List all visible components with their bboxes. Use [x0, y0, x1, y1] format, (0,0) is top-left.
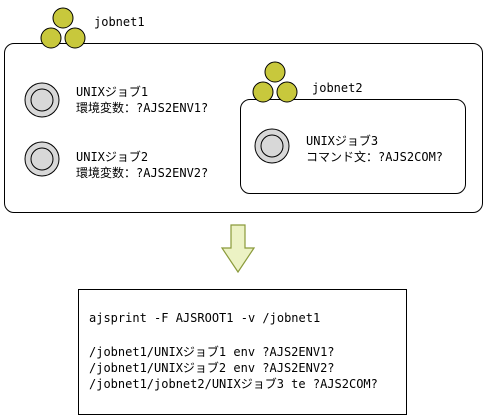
jobnet-icon-circle-top: [52, 7, 74, 29]
jobnet-icon-circle-left: [40, 27, 62, 49]
job3-name: UNIXジョブ3: [306, 134, 379, 148]
jobnet-icon: [252, 61, 298, 103]
job-icon: [24, 82, 60, 118]
output-line: /jobnet1/jobnet2/UNIXジョブ3 te ?AJS2COM?: [89, 377, 378, 391]
jobnet2-label: jobnet2: [312, 81, 363, 95]
job-icon: [254, 128, 290, 164]
output-line: /jobnet1/UNIXジョブ2 env ?AJS2ENV2?: [89, 361, 335, 375]
job1-detail: 環境変数：?AJS2ENV1?: [76, 101, 209, 115]
jobnet-icon-circle-right: [276, 81, 298, 103]
jobnet2-box: [240, 99, 466, 194]
jobnet-icon-circle-left: [252, 81, 274, 103]
job1-name: UNIXジョブ1: [76, 85, 149, 99]
job3-detail: コマンド文：?AJS2COM?: [306, 150, 444, 164]
down-arrow-icon: [220, 224, 256, 274]
output-line: /jobnet1/UNIXジョブ1 env ?AJS2ENV1?: [89, 345, 335, 359]
command-output-box: [78, 289, 407, 415]
jobnet-icon-circle-right: [64, 27, 86, 49]
command-line: ajsprint -F AJSROOT1 -v /jobnet1: [89, 311, 321, 325]
jobnet-icon-circle-top: [264, 61, 286, 83]
job-icon: [24, 141, 60, 177]
jobnet1-label: jobnet1: [94, 15, 145, 29]
job2-detail: 環境変数：?AJS2ENV2?: [76, 166, 209, 180]
jobnet-icon: [40, 7, 86, 49]
job2-name: UNIXジョブ2: [76, 150, 149, 164]
